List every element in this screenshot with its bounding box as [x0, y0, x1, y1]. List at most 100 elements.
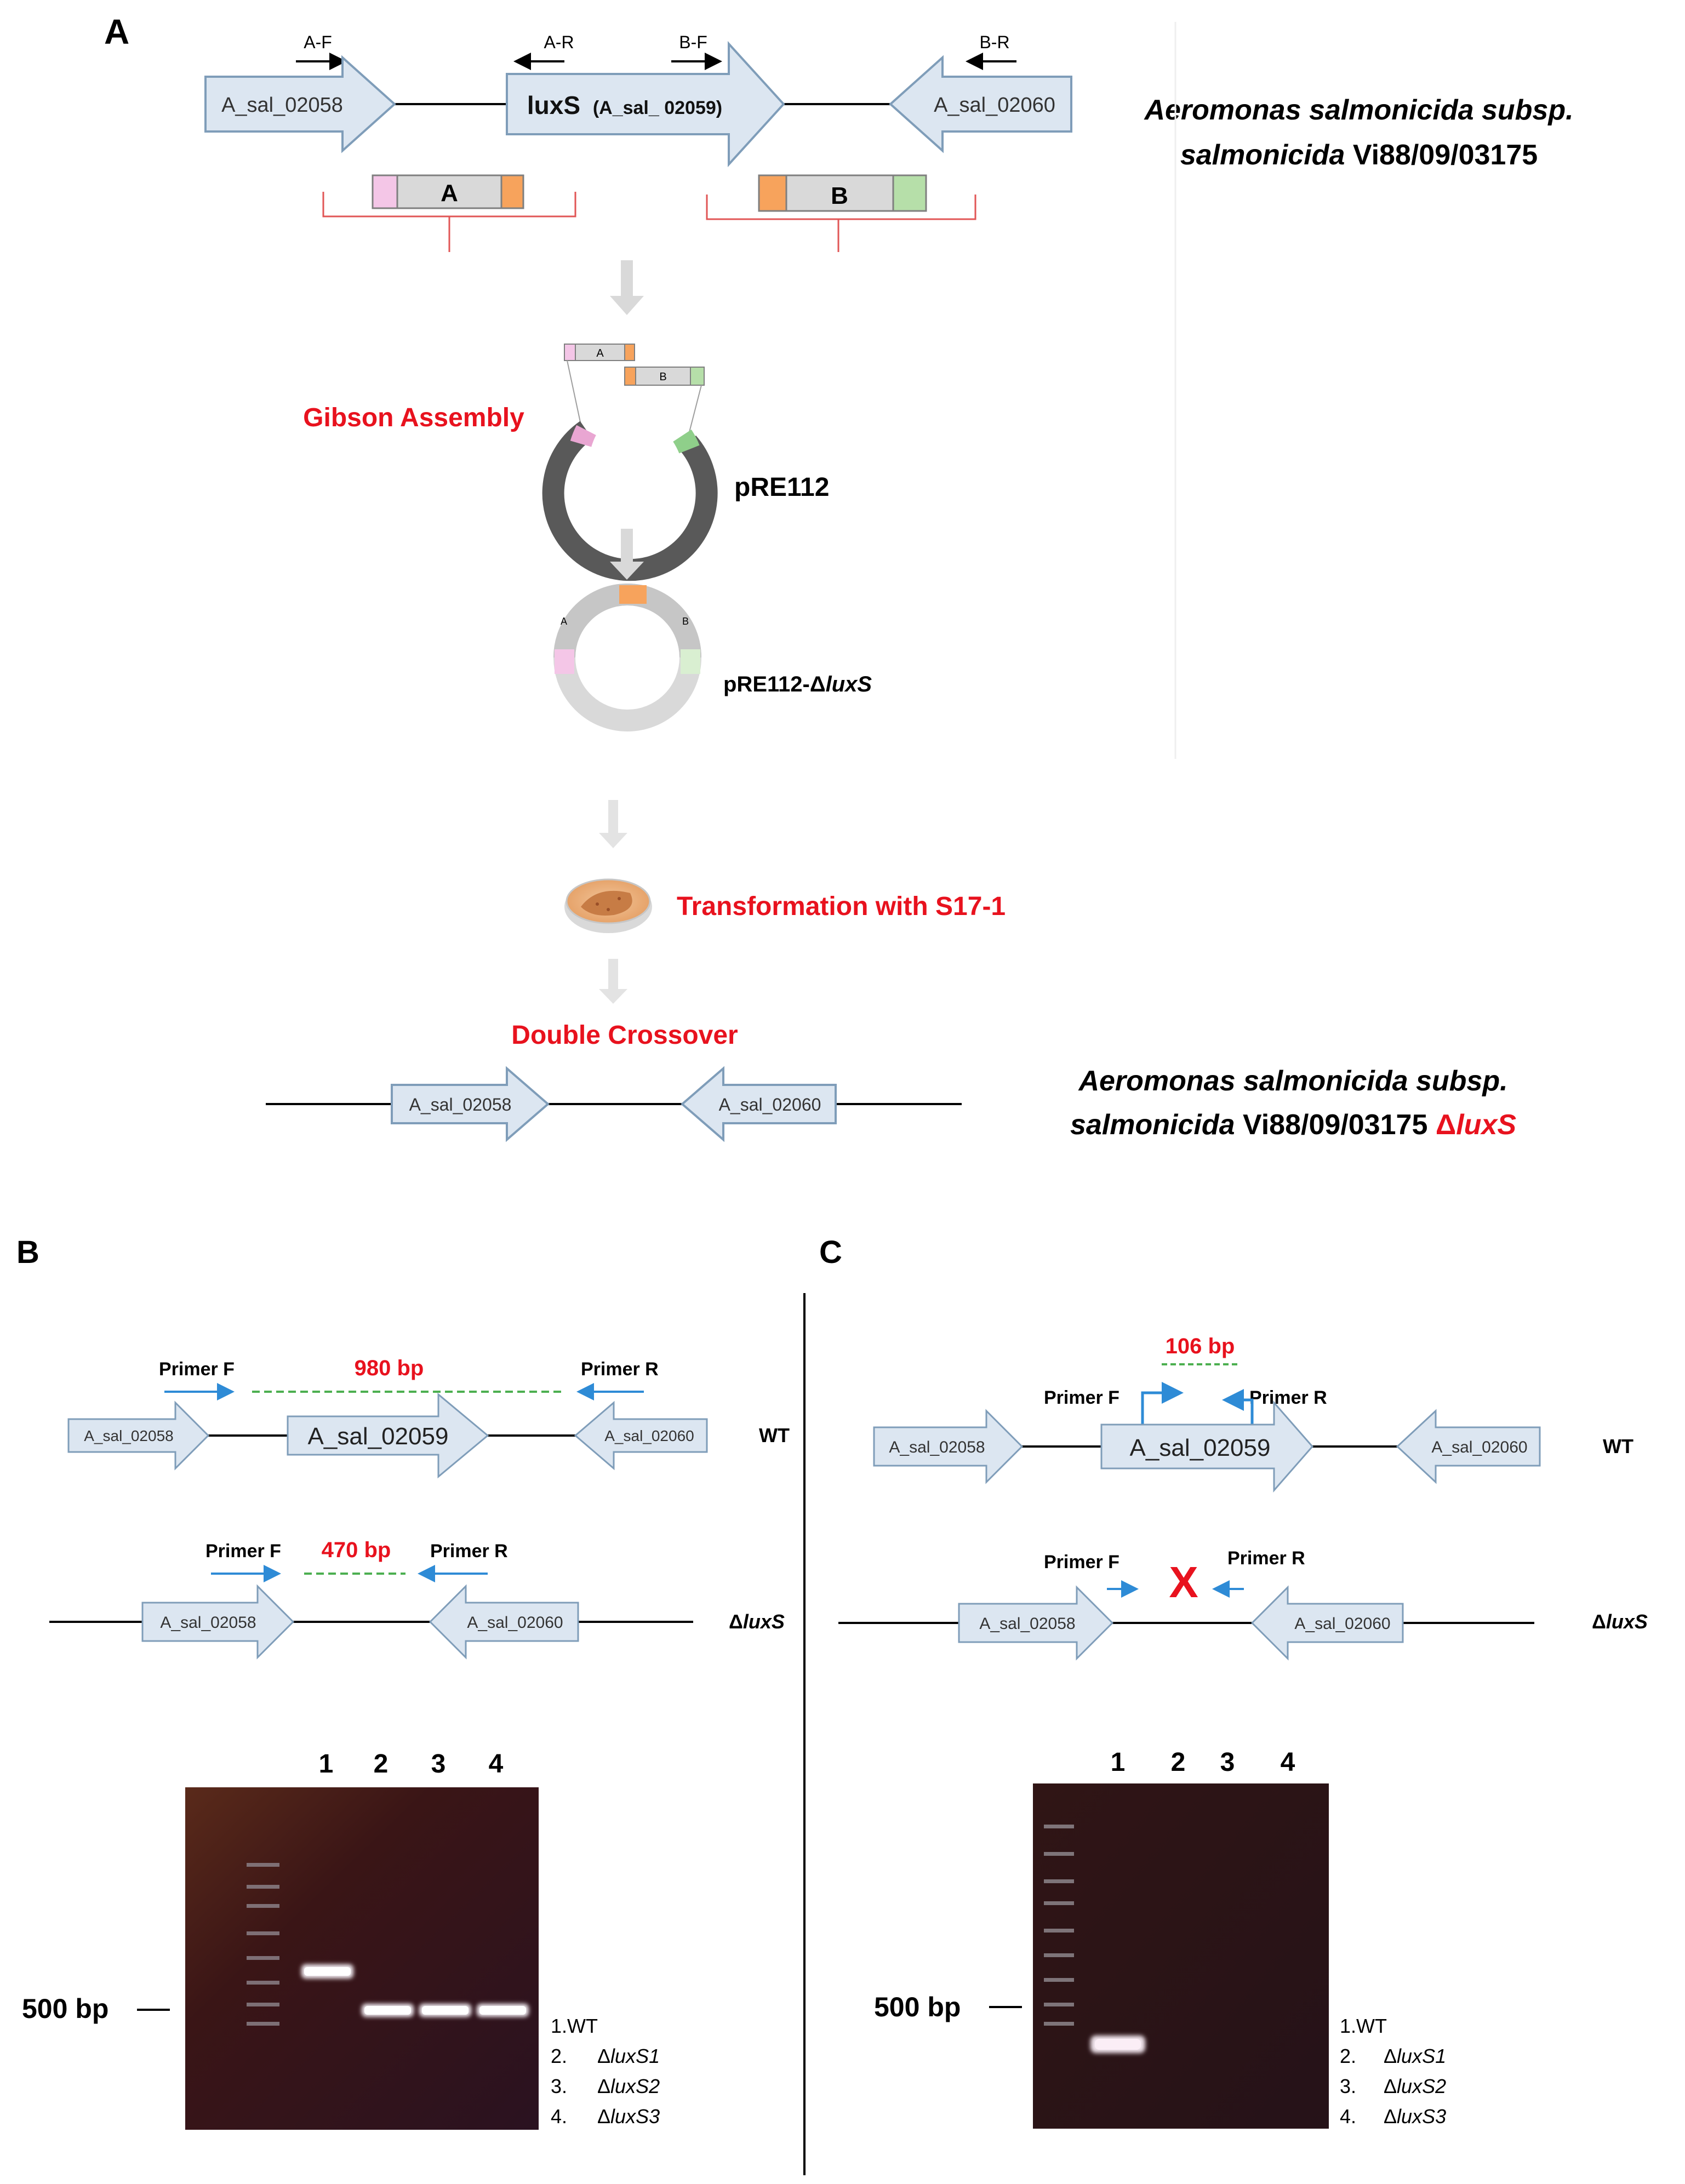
c-legend-3-num: 3.	[1340, 2075, 1356, 2097]
gene-label: A_sal_02058	[221, 94, 343, 117]
b-lane-2: 2	[374, 1750, 389, 1779]
gibson-assembly-label: Gibson Assembly	[303, 403, 524, 432]
closed-plasmid-a-label: A	[561, 616, 567, 627]
b-marker-label: 500 bp	[22, 1993, 108, 2024]
c-no-product-mark: X	[1169, 1558, 1198, 1606]
b-bands	[301, 1964, 529, 2017]
c-legend-4-num: 4.	[1340, 2105, 1356, 2128]
c-lane-1: 1	[1111, 1748, 1126, 1777]
c-mut-gene-02060-label: A_sal_02060	[1294, 1615, 1390, 1633]
primer-labels: A-F A-R B-F B-R	[296, 32, 1016, 70]
b-wt-primer-r-label: Primer R	[581, 1359, 659, 1380]
fragment-a-orange-end	[500, 174, 524, 209]
c-legend: 1.WT 2.ΔluxS1 3. ΔluxS2 4. ΔluxS3	[1340, 2015, 1446, 2128]
gene-label: luxS (A_sal_ 02059)	[527, 91, 722, 119]
b-mut-size-label: 470 bp	[322, 1538, 391, 1562]
primer-af-label: A-F	[304, 32, 332, 52]
luxs-main: luxS	[527, 91, 580, 119]
c-wt-primer-f-label: Primer F	[1044, 1387, 1119, 1408]
primer-ar-label: A-R	[544, 32, 574, 52]
fragment-a-bracket	[322, 192, 576, 252]
plasmid-2-italic: luxS	[826, 672, 872, 696]
c-mut-gene-02060	[1250, 1585, 1404, 1661]
primer-bf-label: B-F	[679, 32, 707, 52]
c-mut-gene-02058	[958, 1585, 1114, 1661]
gene-luxs: luxS (A_sal_ 02059)	[506, 41, 785, 168]
c-marker-label: 500 bp	[874, 1992, 961, 2022]
plasmid-pink-end	[570, 425, 596, 448]
c-mut-gene-02058-label: A_sal_02058	[979, 1615, 1075, 1633]
b-mut-label-prefix: Δ	[729, 1610, 743, 1633]
mutant-organism-title: Aeromonas salmonicida subsp. salmonicida…	[1070, 1065, 1516, 1141]
assembly-line-right	[687, 385, 702, 439]
b-lane-4: 4	[489, 1750, 504, 1779]
c-lane-3: 3	[1220, 1748, 1235, 1777]
panel-c-mutant-map: Primer F X Primer R A_sal_02058 A_sal_02…	[838, 1548, 1648, 1661]
gibson-assembly: Gibson Assembly A B pRE112	[303, 344, 829, 581]
mutant-gene-02060-label: A_sal_02060	[719, 1095, 821, 1114]
mutant-line-2-italic: salmonicida	[1070, 1109, 1235, 1141]
flow-arrow-4	[599, 959, 627, 1004]
mutant-organism-line-2: salmonicida Vi88/09/03175 ΔluxS	[1070, 1109, 1516, 1141]
petri-dish-icon	[564, 878, 652, 933]
c-legend-3: 3. ΔluxS2	[1340, 2075, 1446, 2097]
plasmid-1-label: pRE112	[734, 473, 829, 502]
panel-b-wt-map: Primer F 980 bp Primer R A_sal_02058 A_s…	[67, 1356, 790, 1479]
c-legend-2: 2.ΔluxS1	[1340, 2045, 1446, 2067]
transformation-label: Transformation with S17-1	[677, 892, 1006, 921]
mini-frag-a-orange	[624, 344, 635, 361]
mutant-line-2-rest: Vi88/09/03175	[1235, 1109, 1436, 1141]
mini-frag-b-body	[635, 367, 691, 386]
assembly-line-left	[567, 360, 581, 425]
double-crossover-label: Double Crossover	[511, 1021, 738, 1050]
c-mut-primer-r-label: Primer R	[1227, 1548, 1305, 1569]
fragment-b: B	[706, 174, 976, 252]
c-legend-4-name: luxS3	[1397, 2105, 1446, 2128]
c-lane-2: 2	[1171, 1748, 1186, 1777]
panel-c-gel: 1 2 3 4 500 bp 1.WT	[874, 1748, 1446, 2129]
c-wt-primer-f-arrow	[1141, 1382, 1184, 1430]
b-legend-4: 4.ΔluxS3	[551, 2105, 660, 2128]
gene-arrow	[506, 41, 785, 168]
mutant-organism-line-1: Aeromonas salmonicida subsp.	[1077, 1065, 1507, 1097]
mini-frag-b-orange	[624, 367, 636, 386]
plasmid-2-label: pRE112-ΔluxS	[723, 672, 872, 696]
c-wt-primer-r-label: Primer R	[1249, 1387, 1327, 1408]
panel-b: B Primer F 980 bp Primer R A_sal_02058 A…	[16, 1234, 790, 2130]
fragment-b-orange-end	[758, 174, 787, 212]
c-legend-1-num: 1.	[1340, 2015, 1356, 2037]
flow-arrow-2	[610, 529, 644, 580]
gene-arrow	[204, 55, 396, 153]
panel-a: A A-F A-R B-F B-R A_sal_02058 luxS (A_sa…	[104, 12, 1574, 1142]
c-legend-1-name: WT	[1356, 2015, 1387, 2037]
c-legend-1: 1.WT	[1340, 2015, 1387, 2037]
b-wt-primer-f-label: Primer F	[159, 1359, 235, 1380]
organism-line-2-rest: Vi88/09/03175	[1345, 139, 1538, 171]
b-legend: 1.WT 2.ΔluxS1 3.ΔluxS2 4.ΔluxS3	[551, 2015, 660, 2128]
c-legend-2-name: luxS1	[1397, 2045, 1446, 2067]
panel-b-mutant-map: Primer F 470 bp Primer R A_sal_02058 A_s…	[49, 1538, 785, 1660]
flow-arrow-3	[599, 800, 627, 848]
flow-arrow-1	[610, 260, 644, 315]
plasmid-2-prefix: pRE112-Δ	[723, 672, 826, 696]
fragment-a-pink-end	[372, 174, 398, 209]
c-mut-label: ΔluxS	[1592, 1610, 1648, 1633]
b-wt-label: WT	[759, 1424, 790, 1447]
plasmid-green-end	[673, 430, 700, 454]
c-legend-2-prefix: Δ	[1384, 2045, 1397, 2067]
c-wt-primer-r-arrow	[1222, 1389, 1254, 1436]
c-legend-3-prefix: Δ	[1384, 2075, 1397, 2097]
b-legend-3-prefix: Δ	[597, 2075, 610, 2097]
organism-title: Aeromonas salmonicida subsp. salmonicida…	[1143, 94, 1573, 171]
c-wt-label: WT	[1603, 1435, 1633, 1457]
fragment-a-label: A	[441, 180, 458, 207]
b-legend-4-name: luxS3	[610, 2105, 660, 2128]
mutant-gene-02060	[680, 1066, 837, 1142]
b-mut-label-italic: luxS	[743, 1610, 785, 1633]
c-lane-4: 4	[1281, 1748, 1295, 1777]
c-legend-3-name: luxS2	[1397, 2075, 1446, 2097]
fragment-b-bracket	[706, 195, 976, 252]
mini-frag-b-green	[690, 367, 705, 386]
fragment-b-label: B	[831, 182, 848, 209]
c-wt-gene-02058	[873, 1409, 1024, 1484]
